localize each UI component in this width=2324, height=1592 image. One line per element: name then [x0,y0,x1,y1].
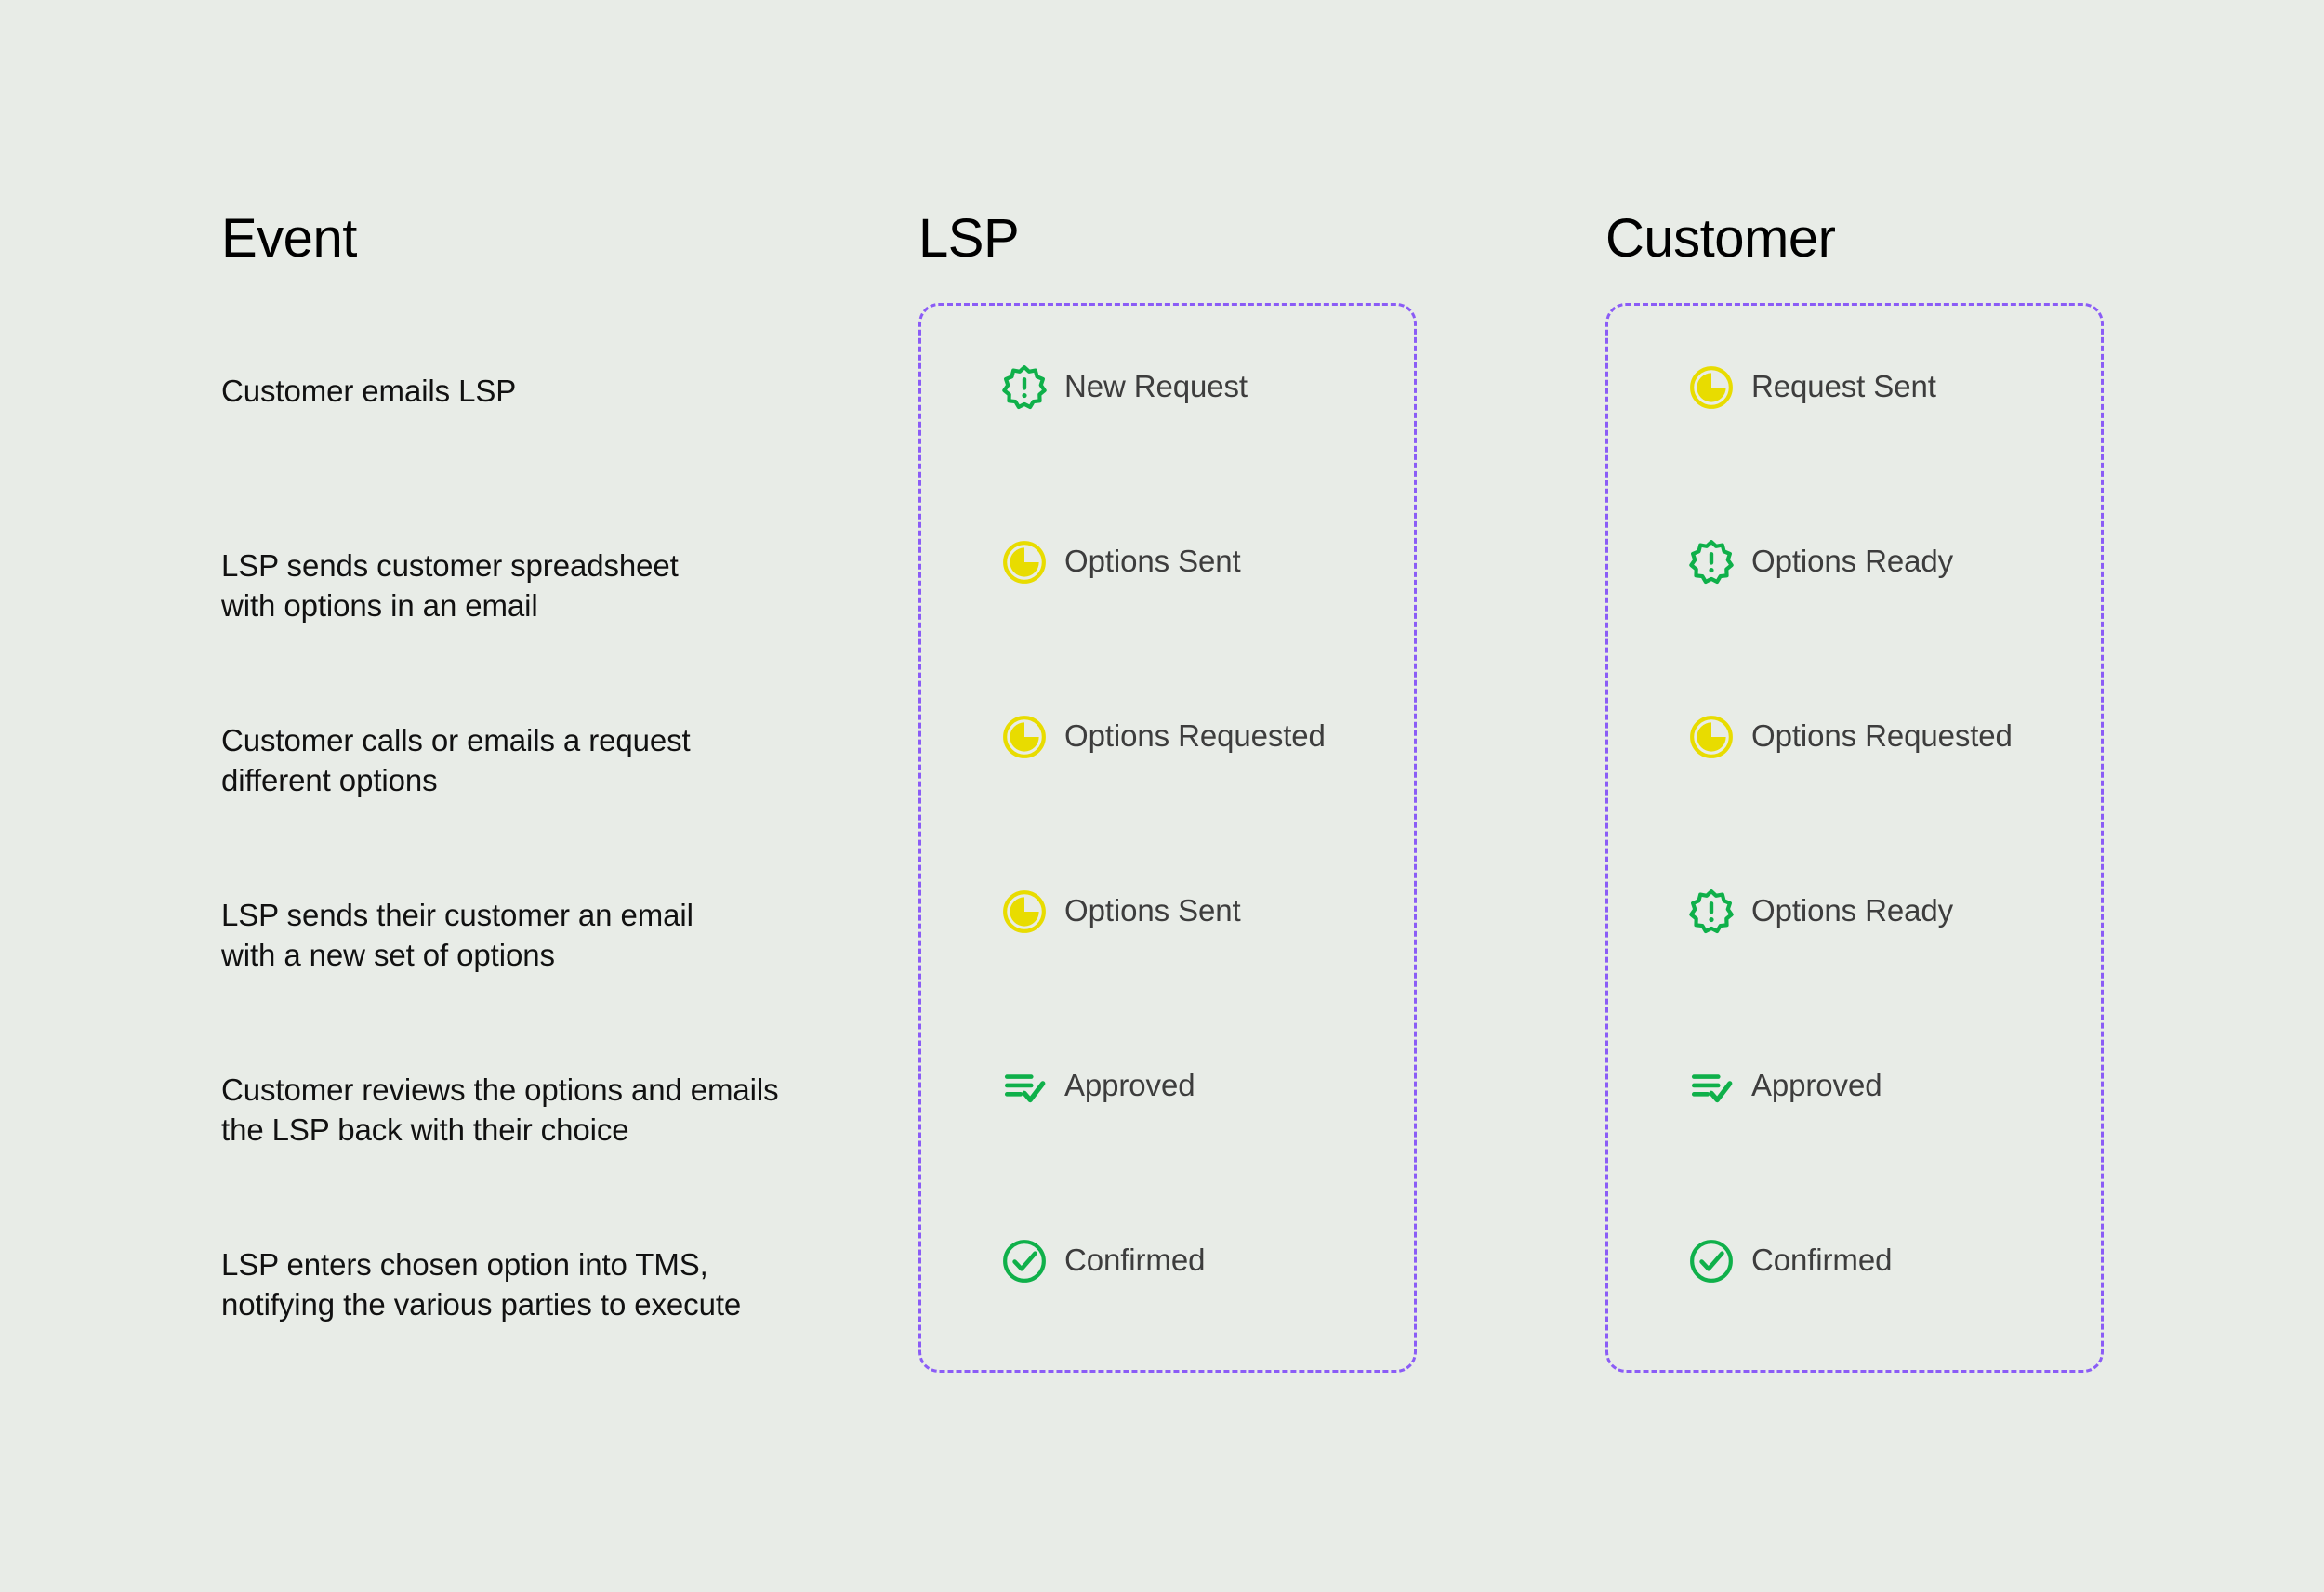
list-check-icon [1004,1074,1046,1103]
customer-status-label: Options Requested [1751,718,2013,753]
event-row: LSP sends customer spreadsheet with opti… [221,546,872,721]
event-row: Customer reviews the options and emails … [221,1071,872,1245]
customer-status-row[interactable]: Confirmed [1608,1237,2101,1412]
customer-status-row[interactable]: Request Sent [1608,363,2101,538]
yellow-pie-pending-icon [1003,890,1046,933]
customer-status-row[interactable]: Options Requested [1608,713,2101,888]
yellow-pie-pending-icon [1003,541,1046,584]
event-row: LSP sends their customer an email with a… [221,896,872,1071]
yellow-pie-pending-icon [1690,366,1733,409]
customer-status-label: Options Ready [1751,893,1953,928]
lsp-status-label: Options Sent [1064,893,1241,928]
circle-check-icon [1690,1240,1733,1283]
green-badge-alert-icon [1002,365,1047,410]
customer-status-row[interactable]: Options Ready [1608,538,2101,713]
event-row: LSP enters chosen option into TMS, notif… [221,1245,872,1420]
event-description: Customer emails LSP [221,374,517,408]
lsp-status-label: Approved [1064,1068,1195,1102]
yellow-pie-pending-icon [1690,716,1733,758]
green-badge-alert-icon [1689,540,1734,585]
customer-status-label: Confirmed [1751,1243,1893,1277]
column-header-lsp: LSP [918,208,1020,269]
customer-status-label: Request Sent [1751,369,1936,403]
yellow-pie-pending-icon [1003,716,1046,758]
event-column: Customer emails LSP LSP sends customer sp… [221,372,872,1420]
lsp-status-label: Options Requested [1064,718,1326,753]
event-description: LSP sends their customer an email with a… [221,898,693,972]
customer-status-label: Options Ready [1751,544,1953,578]
event-row: Customer emails LSP [221,372,872,546]
column-header-event: Event [221,208,357,269]
event-description: Customer reviews the options and emails … [221,1072,779,1147]
lsp-status-row[interactable]: Confirmed [921,1237,1414,1412]
customer-status-row[interactable]: Options Ready [1608,888,2101,1062]
column-header-customer: Customer [1605,208,1836,269]
lsp-status-row[interactable]: Options Requested [921,713,1414,888]
lsp-status-row[interactable]: Approved [921,1062,1414,1237]
lsp-status-row[interactable]: Options Sent [921,538,1414,713]
lsp-status-label: Confirmed [1064,1243,1206,1277]
customer-status-row[interactable]: Approved [1608,1062,2101,1237]
event-description: LSP sends customer spreadsheet with opti… [221,548,679,623]
list-check-icon [1691,1074,1733,1103]
circle-check-icon [1003,1240,1046,1283]
lsp-status-label: Options Sent [1064,544,1241,578]
customer-status-label: Approved [1751,1068,1882,1102]
event-row: Customer calls or emails a request diffe… [221,721,872,896]
event-description: Customer calls or emails a request diffe… [221,723,691,797]
lsp-status-row[interactable]: New Request [921,363,1414,538]
event-description: LSP enters chosen option into TMS, notif… [221,1247,742,1322]
lsp-status-row[interactable]: Options Sent [921,888,1414,1062]
green-badge-alert-icon [1689,889,1734,934]
lsp-status-label: New Request [1064,369,1248,403]
